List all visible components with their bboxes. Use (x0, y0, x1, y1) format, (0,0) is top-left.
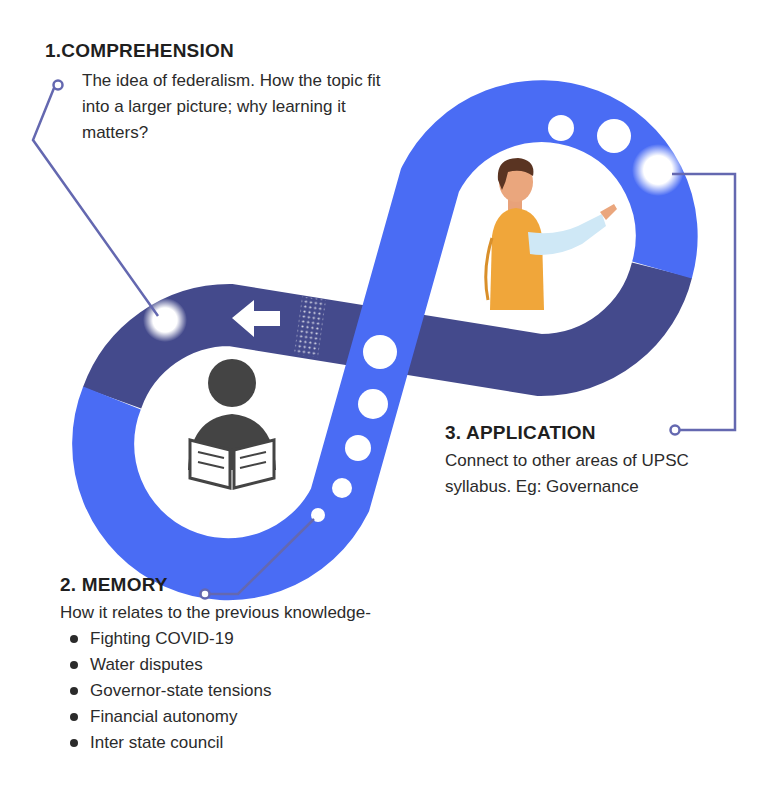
step-body: How it relates to the previous knowledge… (60, 600, 500, 626)
step-body: Connect to other areas of UPSC syllabus.… (445, 448, 730, 500)
blue-band (103, 111, 666, 569)
glow-dot (632, 144, 684, 196)
direction-arrow (232, 300, 280, 337)
step-heading: 2. MEMORY (60, 572, 360, 598)
band-dot (548, 115, 574, 141)
step-heading: 1.COMPREHENSION (45, 38, 375, 64)
bullet-item: Financial autonomy (68, 704, 450, 730)
band-dot (345, 435, 371, 461)
reader-icon (188, 359, 276, 488)
band-dot (358, 389, 388, 419)
band-dot (363, 335, 397, 369)
step-heading: 3. APPLICATION (445, 420, 735, 446)
band-dot (332, 478, 352, 498)
band-dot (597, 119, 631, 153)
dot-texture (294, 297, 326, 358)
bullet-item: Governor-state tensions (68, 678, 450, 704)
leader-lines (33, 81, 735, 599)
bullet-item: Inter state council (68, 730, 450, 756)
step-body: The idea of federalism. How the topic fi… (82, 68, 402, 146)
teacher-figure (486, 158, 617, 310)
bullet-item: Water disputes (68, 652, 450, 678)
bullet-item: Fighting COVID-19 (68, 626, 450, 652)
